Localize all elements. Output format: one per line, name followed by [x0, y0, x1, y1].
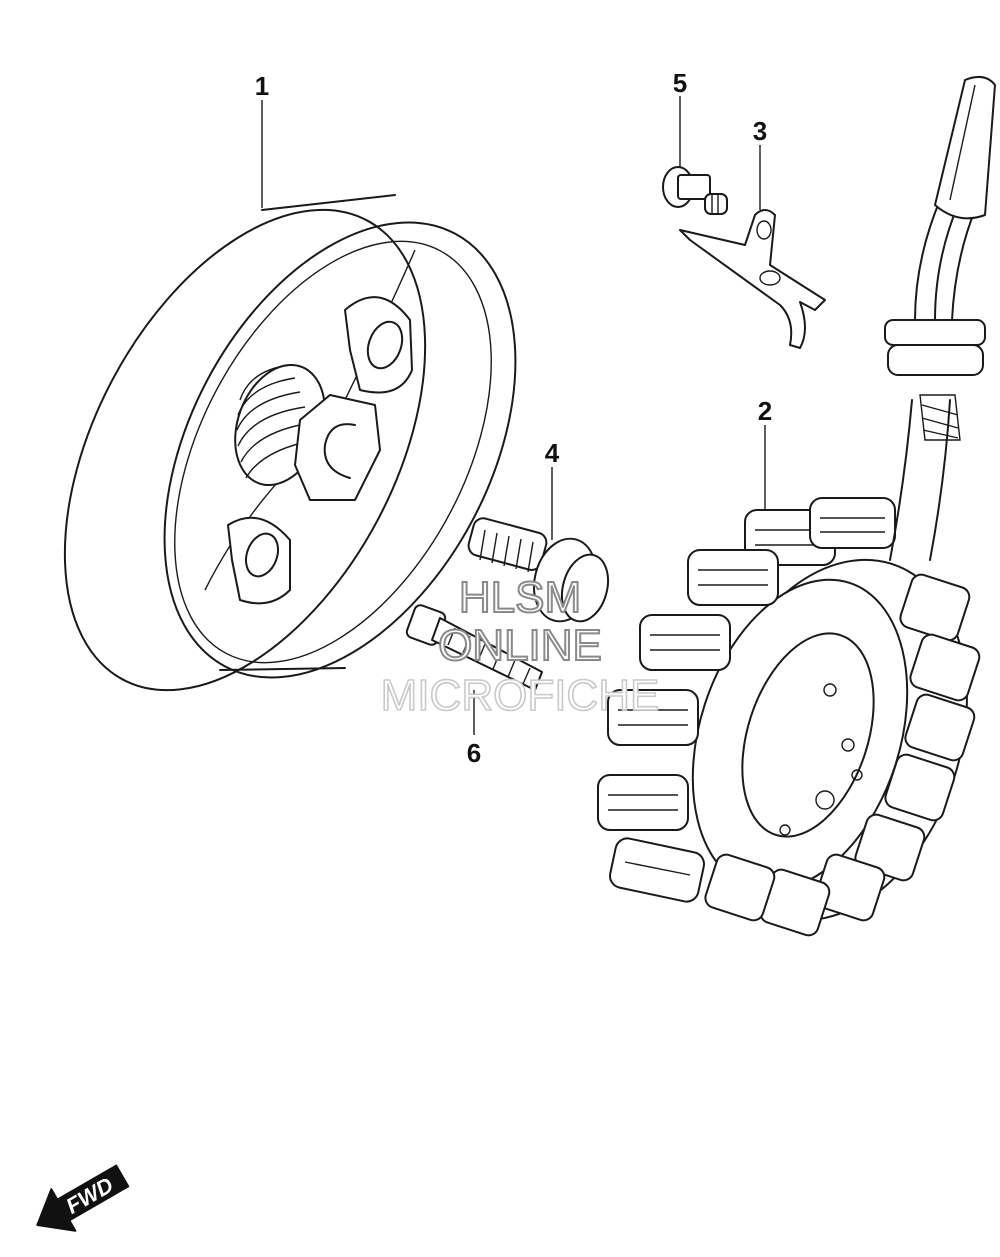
flange-bolt-part: [467, 517, 610, 623]
fwd-arrow-icon: FWD: [36, 1164, 130, 1232]
stator-coils: [597, 497, 896, 903]
callout-6: 6: [467, 738, 481, 768]
watermark-line-3: MICROFICHE: [381, 671, 660, 720]
callout-3: 3: [753, 116, 767, 146]
watermark-line-2: ONLINE: [438, 621, 602, 670]
watermark: HLSM ONLINE MICROFICHE: [380, 572, 660, 721]
small-screw-part: [662, 166, 728, 215]
bracket-part: [679, 209, 826, 349]
callout-5: 5: [673, 68, 687, 98]
long-screw-part: [405, 604, 543, 691]
watermark-line-1: HLSM: [459, 573, 581, 622]
rotor-part: [63, 194, 517, 692]
callout-4: 4: [545, 438, 560, 468]
callout-1: 1: [255, 71, 269, 101]
leader-lines: [261, 96, 766, 735]
stator-part: [597, 75, 996, 937]
callout-2: 2: [758, 396, 772, 426]
